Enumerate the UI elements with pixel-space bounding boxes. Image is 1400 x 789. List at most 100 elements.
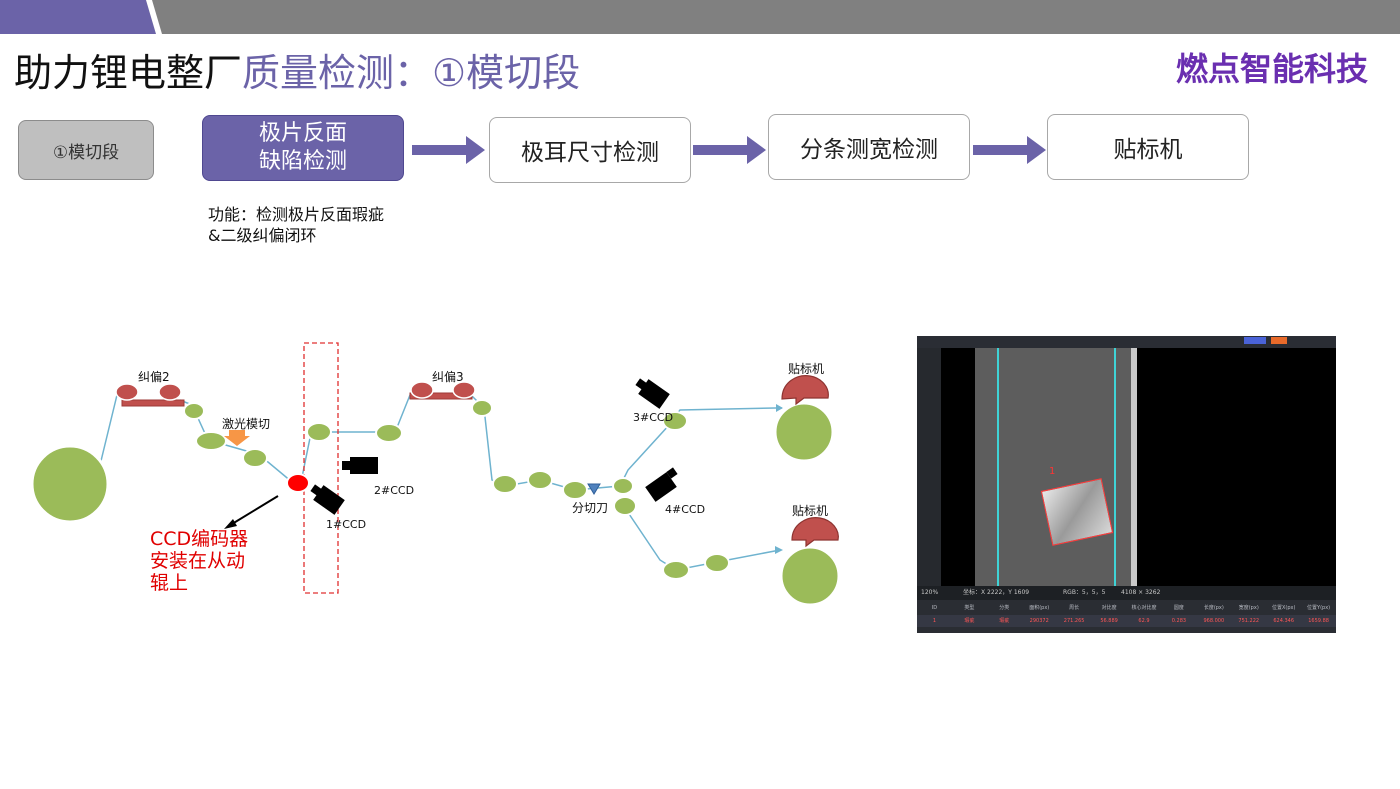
ccd3-camera-icon [635,378,670,409]
guide-roller [527,470,553,490]
guide-roller [662,411,688,431]
ccd4-camera-icon [645,467,678,502]
guide-roller [612,477,634,495]
camera-body [313,485,345,515]
encoder-pointer-line [231,495,279,525]
table-cell: 1 [932,618,937,624]
step-box-tab-size: 极耳尺寸检测 [489,117,691,183]
guide-roller [306,422,332,442]
table-cell: 56.889 [1100,618,1118,624]
table-cell: 0.283 [1171,618,1187,624]
page-title-sub: 质量检测：①模切段 [242,51,581,95]
table-cell: 62.9 [1138,618,1150,624]
encoder-roller [286,473,310,493]
camera-body [638,379,670,409]
guide-roller [195,431,227,451]
camera-body [350,457,378,474]
table-cell: 瑕疵 [999,618,1010,624]
encoder-note: CCD编码器安装在从动辊上 [150,528,249,594]
table-cell: 290372 [1029,618,1049,624]
labeler-bottom-icon [791,517,839,548]
table-cell: 751.222 [1238,618,1260,624]
brand-logo-text: 燃点智能科技 [1176,50,1369,88]
table-cell: 624.346 [1273,618,1295,624]
encoder-highlight-box [303,342,339,594]
camera-lens [666,467,678,479]
labeler-bottom-label: 贴标机 [792,504,828,518]
guide-roller [562,480,588,500]
function-description: 功能：检测极片反面瑕疵 &二级纠偏闭环 [208,205,385,245]
defect-table-header: ID 类型 分类 面积(px) 周长 对比度 核心对比度 圆度 长度(px) 宽… [917,602,1336,614]
software-toolbar [917,336,1336,348]
corrector-2-label: 纠偏2 [138,369,170,384]
top-banner-divider [146,0,162,34]
status-size: 4108 × 3262 [1121,589,1161,596]
table-cell: 968.000 [1203,618,1225,624]
page-title-main: 助力锂电整厂 [14,51,243,95]
guide-roller [704,553,730,573]
corrector-3-label: 纠偏3 [432,369,464,384]
top-banner-gray [0,0,1400,34]
table-header-cell: 分类 [999,605,1010,611]
toolbar-badge-orange[interactable] [1271,337,1287,344]
electrode-strip [975,348,1137,586]
belt-arrowhead-top [776,404,783,412]
table-header-cell: 位置Y(px) [1307,605,1331,611]
camera-lens [635,378,647,390]
table-header-cell: 面积(px) [1029,605,1050,611]
edge-guide-line [997,348,999,586]
slitter-label: 分切刀 [572,501,608,515]
software-side-toolbar [917,348,941,586]
camera-lens [342,461,351,470]
image-viewport: 1 [941,348,1336,586]
toolbar-badge-blue[interactable] [1244,337,1266,344]
guide-roller [242,448,268,468]
step-box-labeler: 贴标机 [1047,114,1249,180]
active-step-box: 极片反面 缺陷检测 [202,115,404,181]
ccd3-label: 3#CCD [633,411,673,424]
table-cell: 271.265 [1063,618,1085,624]
labeler-top-icon [781,375,829,406]
encoder-pointer-arrowhead [224,519,237,529]
guide-roller [492,474,518,494]
guide-roller [183,402,205,420]
table-header-cell: 核心对比度 [1131,605,1157,611]
status-coord: 坐标：X 2222，Y 1609 [963,589,1030,596]
software-status-bar: 120% 坐标：X 2222，Y 1609 RGB：5，5，5 4108 × 3… [917,586,1336,600]
laser-arrow-icon [224,430,250,446]
guide-roller [662,560,690,580]
stage-box: ①模切段 [18,120,154,180]
corrector-2-roller [158,383,182,401]
step-box-width: 分条测宽检测 [768,114,970,180]
table-header-cell: ID [931,605,938,611]
ccd2-label: 2#CCD [374,484,414,497]
table-header-cell: 周长 [1069,605,1080,611]
table-header-cell: 位置X(px) [1271,605,1296,611]
ccd4-label: 4#CCD [665,503,705,516]
ccd2-camera-icon [342,457,378,474]
table-cell: 瑕疵 [964,618,975,624]
camera-lens [310,484,322,496]
camera-body [645,472,677,502]
table-header-cell: 宽度(px) [1238,605,1259,611]
ccd1-label: 1#CCD [326,518,366,531]
corrector-3-roller [410,381,434,399]
corrector-2-bar [121,399,185,407]
unwind-roll [30,444,110,524]
table-header-cell: 圆度 [1173,605,1184,611]
belt-segment [471,395,776,491]
corrector-2-roller [115,383,139,401]
table-header-cell: 长度(px) [1203,605,1224,611]
guide-roller [471,399,493,417]
table-header-cell: 类型 [964,605,975,611]
table-row[interactable]: 1 瑕疵 瑕疵 290372 271.265 56.889 62.9 0.283… [917,615,1336,627]
ccd1-camera-icon [310,484,345,515]
status-zoom: 120% [921,589,939,596]
rewind-roll-bottom [779,545,841,607]
guide-roller [613,496,637,516]
electrode-edge [1131,348,1137,586]
top-banner [0,0,1400,34]
status-rgb: RGB：5，5，5 [1063,589,1106,596]
table-header-cell: 对比度 [1101,605,1117,611]
defect-id-label: 1 [1049,466,1056,477]
